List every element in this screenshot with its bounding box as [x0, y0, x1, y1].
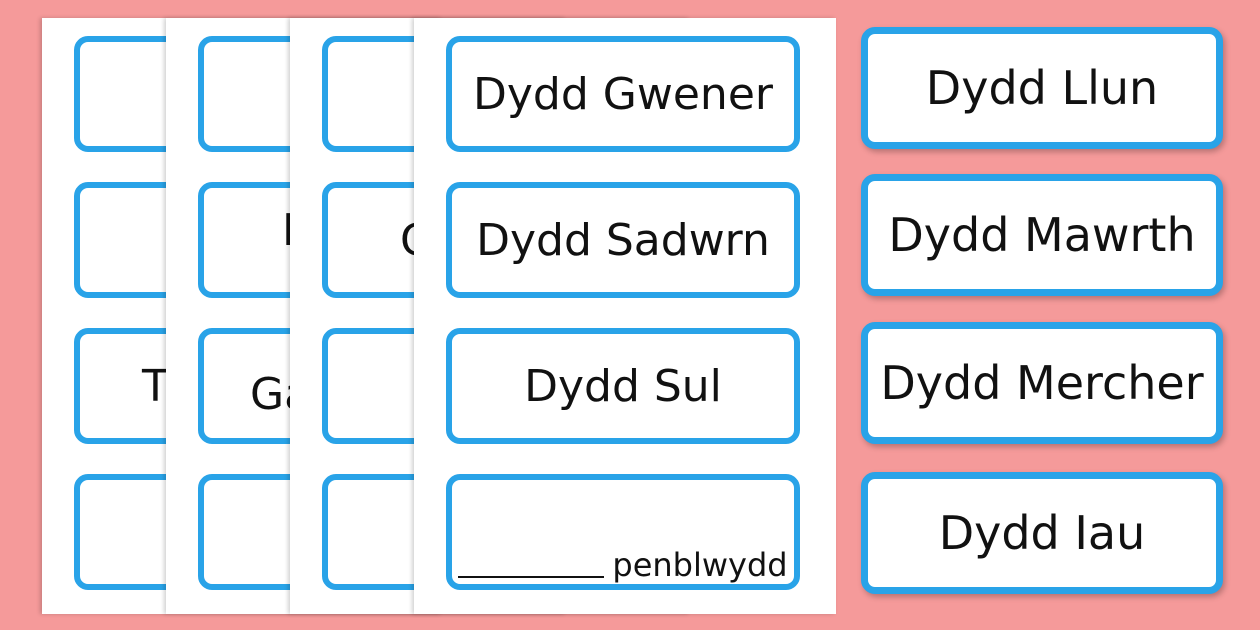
loose-card-2-label: Dydd Mawrth	[888, 208, 1196, 262]
loose-card-1: Dydd Llun	[861, 27, 1223, 149]
loose-card-2: Dydd Mawrth	[861, 174, 1223, 296]
blank-line	[458, 576, 605, 578]
loose-card-4: Dydd Iau	[861, 472, 1223, 594]
loose-card-3: Dydd Mercher	[861, 322, 1223, 444]
sheet-4-card-3: Dydd Sul	[446, 328, 800, 444]
loose-card-4-label: Dydd Iau	[938, 506, 1146, 560]
loose-card-3-label: Dydd Mercher	[880, 356, 1204, 410]
sheet-1-card-3-label: T	[142, 360, 169, 412]
sheet-4-card-4-label: penblwydd	[612, 546, 788, 584]
sheet-4-card-2-label: Dydd Sadwrn	[476, 214, 770, 266]
sheet-4-card-3-label: Dydd Sul	[524, 360, 722, 412]
sheet-4-card-4: penblwydd	[446, 474, 800, 590]
sheet-4-card-1: Dydd Gwener	[446, 36, 800, 152]
sheet-4-card-2: Dydd Sadwrn	[446, 182, 800, 298]
loose-card-1-label: Dydd Llun	[925, 61, 1159, 115]
sheet-4: Dydd Gwener Dydd Sadwrn Dydd Sul penblwy…	[414, 18, 836, 614]
sheet-4-card-1-label: Dydd Gwener	[473, 68, 773, 120]
